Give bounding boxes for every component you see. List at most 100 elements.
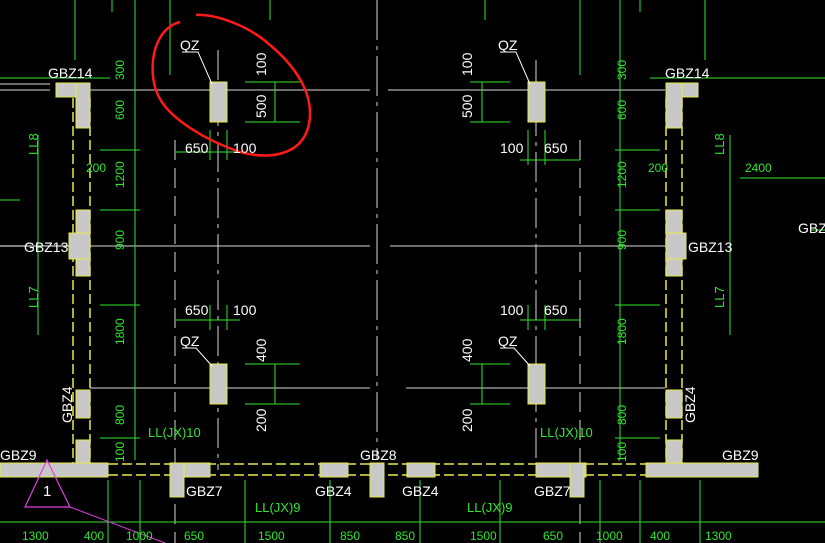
dim-text-bl-100: 100 xyxy=(233,302,257,318)
dim-text-br-100: 100 xyxy=(500,302,524,318)
dim-text-tr-650: 650 xyxy=(544,140,568,156)
section-marker-leader xyxy=(69,506,166,543)
dim-text-br-400: 400 xyxy=(459,338,475,362)
dim-text-b-1500-l: 1500 xyxy=(258,529,285,543)
gbz4-left-column xyxy=(75,389,91,419)
bottom-wall xyxy=(0,462,759,498)
left-wall xyxy=(55,82,91,467)
right-wall xyxy=(665,82,699,467)
tag-qz-top-right: QZ xyxy=(498,37,518,53)
tag-gbz7-right: GBZ7 xyxy=(534,483,571,499)
dim-text-lv-600: 600 xyxy=(113,100,127,120)
dim-text-bl-400: 400 xyxy=(253,338,269,362)
dim-text-b-1000-r: 1000 xyxy=(596,529,623,543)
dim-text-tr-100: 100 xyxy=(459,52,475,76)
gbz7-right-web xyxy=(569,462,585,498)
dim-text-tl-500: 500 xyxy=(253,94,269,118)
gbz9-right-column-leg xyxy=(665,439,683,467)
gbz13-left-column-flange xyxy=(68,232,91,260)
gbz9-left-column-leg xyxy=(75,439,91,467)
tag-gbz7-left: GBZ7 xyxy=(186,483,223,499)
tag-gbz13-right: GBZ13 xyxy=(688,239,733,255)
dim-text-rv-1200: 1200 xyxy=(615,161,629,188)
tag-gbz9-left: GBZ9 xyxy=(0,447,37,463)
tag-qz-bottom-right: QZ xyxy=(498,333,518,349)
section-marker-triangle xyxy=(24,458,71,508)
dim-text-lv-1200: 1200 xyxy=(113,161,127,188)
tag-qz-bottom-left: QZ xyxy=(180,333,200,349)
beam-ll7-left: LL7 xyxy=(26,286,41,308)
dim-text-lv-900: 900 xyxy=(113,230,127,250)
dim-text-lv-200: 200 xyxy=(86,161,106,175)
beam-lljx10-right: LL(JX)10 xyxy=(540,425,593,440)
dim-text-b-650-r: 650 xyxy=(543,529,563,543)
gbz7-left-web xyxy=(169,462,185,498)
qz-bottom-right-post xyxy=(527,363,546,405)
tag-qz-top-left: QZ xyxy=(180,37,200,53)
gbz4-bottom-left-column xyxy=(319,462,349,478)
gbz9-left-bottom xyxy=(0,462,109,478)
tag-gbz14-right: GBZ14 xyxy=(665,65,710,81)
beam-labels: LL8 LL8 LL7 LL7 LL(JX)10 LL(JX)10 LL(JX)… xyxy=(26,133,727,515)
dim-text-b-400-l: 400 xyxy=(84,529,104,543)
qz-bottom-left-leader xyxy=(182,347,213,367)
gbz14-left-column-leg xyxy=(75,82,91,129)
tag-gbz8: GBZ8 xyxy=(360,447,397,463)
dim-text-r-2400: 2400 xyxy=(745,161,772,175)
dim-text-b-1300-r: 1300 xyxy=(705,529,732,543)
qz-top-left-post xyxy=(209,81,228,123)
dim-text-rv-200: 200 xyxy=(648,161,668,175)
dimension-texts: 100 500 650 100 100 500 100 650 650 100 … xyxy=(22,52,772,543)
dim-text-lv-800: 800 xyxy=(113,405,127,425)
dim-text-tr-500: 500 xyxy=(459,94,475,118)
green-extension-lines xyxy=(0,0,825,460)
dimension-lines xyxy=(0,81,825,543)
element-tags: GBZ14 GBZ14 GBZ13 GBZ13 GBZ9 GBZ9 GBZ8 G… xyxy=(0,37,825,499)
dim-text-lv-1800: 1800 xyxy=(113,318,127,345)
section-marker-label: 1 xyxy=(43,483,51,500)
dim-text-tl-100b: 100 xyxy=(233,140,257,156)
dim-text-tl-650: 650 xyxy=(185,140,209,156)
tag-gbz4-bottom-right: GBZ4 xyxy=(402,483,439,499)
tag-gbz14-left: GBZ14 xyxy=(48,65,93,81)
gbz4-right-column xyxy=(665,389,683,419)
qz-posts xyxy=(182,51,546,405)
beam-ll8-right: LL8 xyxy=(712,133,727,155)
qz-top-left-leader xyxy=(182,51,213,85)
dim-text-rv-600: 600 xyxy=(615,100,629,120)
dim-text-bl-650: 650 xyxy=(185,302,209,318)
beam-ll7-right: LL7 xyxy=(712,286,727,308)
qz-bottom-left-post xyxy=(209,363,228,405)
dim-text-b-650-l: 650 xyxy=(184,529,204,543)
tag-gbz4-bottom-left: GBZ4 xyxy=(315,483,352,499)
dim-text-rv-800: 800 xyxy=(615,405,629,425)
dim-text-br-200: 200 xyxy=(459,408,475,432)
tag-gbz4-right: GBZ4 xyxy=(682,386,698,423)
dim-text-b-1000-l: 1000 xyxy=(126,529,153,543)
axis-lines xyxy=(0,0,665,543)
beam-ll8-left: LL8 xyxy=(26,133,41,155)
dim-text-b-850-l: 850 xyxy=(340,529,360,543)
beam-lljx9-right: LL(JX)9 xyxy=(467,500,513,515)
gbz4-bottom-right-column xyxy=(406,462,436,478)
red-markup-circle xyxy=(151,13,312,157)
dim-text-br-650: 650 xyxy=(544,302,568,318)
qz-bottom-right-leader xyxy=(500,347,531,367)
dim-text-tl-100: 100 xyxy=(253,52,269,76)
tag-gbz13-left: GBZ13 xyxy=(24,239,69,255)
tag-gbz-edge: GBZ xyxy=(798,220,825,236)
beam-lljx10-left: LL(JX)10 xyxy=(148,425,201,440)
dim-text-b-400-r: 400 xyxy=(650,529,670,543)
dim-text-rv-100: 100 xyxy=(615,442,629,462)
gbz13-right-column-flange xyxy=(665,232,687,260)
section-marker: 1 xyxy=(24,458,166,543)
tag-gbz9-right: GBZ9 xyxy=(722,447,759,463)
dim-text-b-1500-r: 1500 xyxy=(470,529,497,543)
gbz9-right-bottom xyxy=(645,462,759,478)
dim-text-tr-100b: 100 xyxy=(500,140,524,156)
tag-gbz4-left: GBZ4 xyxy=(59,386,75,423)
dim-text-lv-300: 300 xyxy=(113,60,127,80)
qz-top-right-post xyxy=(527,81,546,123)
